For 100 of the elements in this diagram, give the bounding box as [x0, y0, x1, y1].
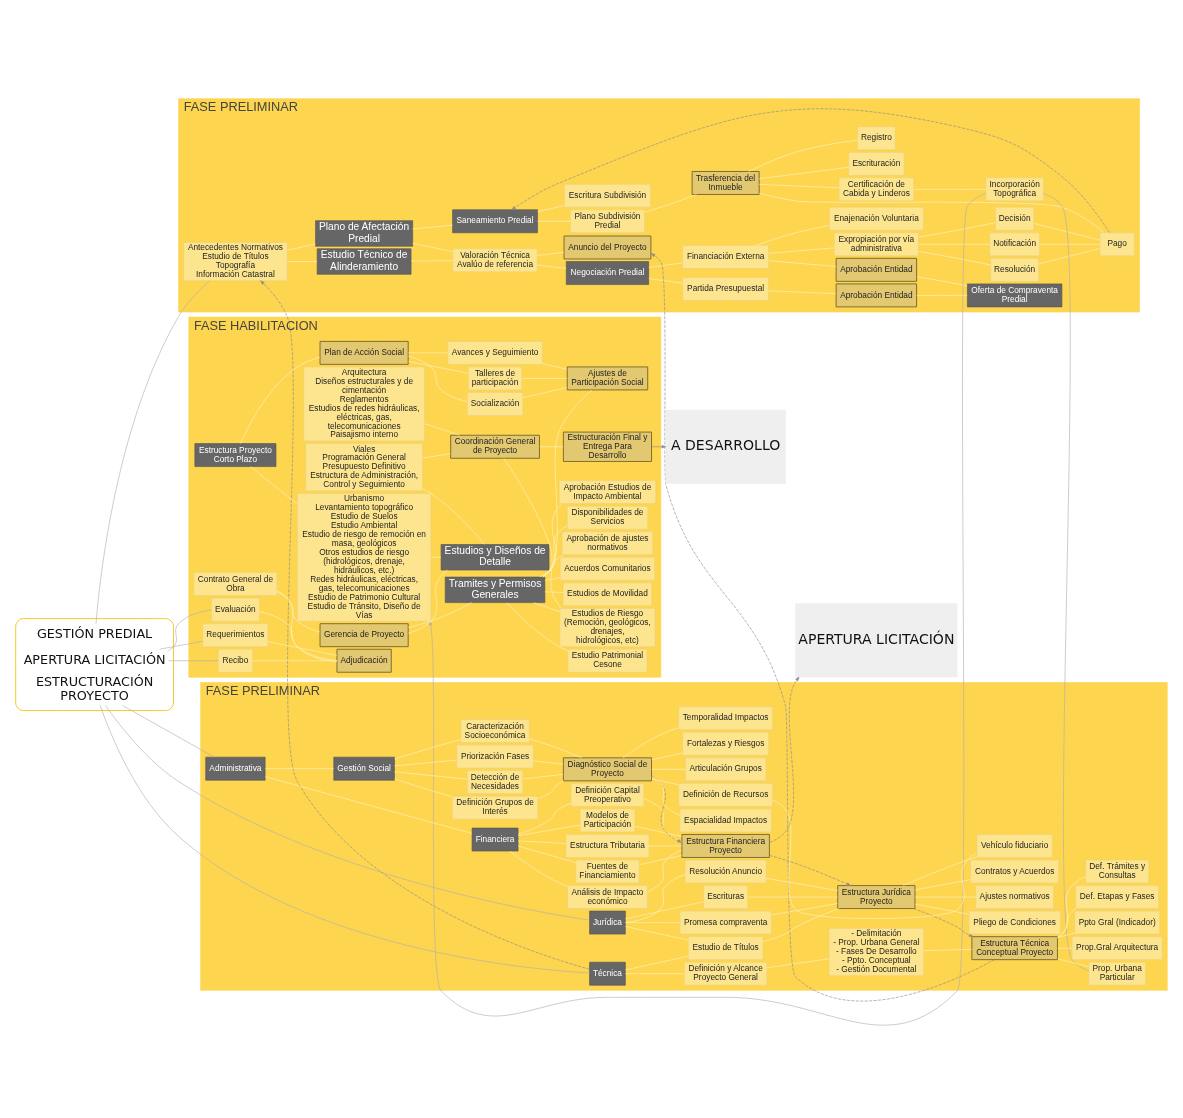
connector: [1039, 243, 1101, 245]
node-box: Definición Grupos de Interés: [451, 795, 539, 819]
connector: [506, 601, 569, 651]
connector: [755, 224, 830, 246]
node-text: ESTRUCTURACIÓN PROYECTO: [35, 673, 154, 703]
node-box: Viales Programación General Presupuesto Definitivo Estructura de Administración, Control y Seguimiento: [305, 442, 423, 491]
node-box: Vehículo fiduciario: [976, 833, 1053, 858]
connector: [651, 752, 683, 760]
connector: [521, 377, 568, 379]
node-box: Gestión Social: [333, 756, 395, 780]
connector: [412, 224, 453, 229]
connector: [634, 825, 683, 837]
connector: [625, 955, 689, 970]
connector: [522, 773, 564, 779]
connector: [1057, 932, 1075, 938]
node-box: Jurídica: [589, 910, 626, 934]
node-box: Saneamiento Predial: [452, 209, 538, 233]
node-box: Anuncio del Proyecto: [563, 235, 652, 259]
node-box: Promesa compraventa: [679, 910, 772, 934]
node-box: Articulación Grupos: [685, 757, 767, 781]
connector: [394, 778, 453, 797]
connector: [648, 277, 684, 284]
node-box: Resolución: [990, 257, 1039, 282]
node-box: Antecedentes Normativos Estudio de Títulos Topografía Información Catastral: [183, 241, 288, 281]
connector: [768, 247, 835, 254]
connector: [918, 221, 996, 237]
connector: [914, 896, 976, 897]
connector: [768, 259, 837, 267]
node-box: Expropiación por vía administrativa: [833, 232, 919, 256]
connector: [168, 609, 212, 651]
node-box: Pago: [1099, 232, 1135, 256]
node-box: Enajenación Voluntaria: [829, 206, 924, 231]
node-box: Adjudicación: [336, 648, 392, 673]
connector: [1043, 192, 1089, 971]
node-box: APERTURA LICITACIÓN: [795, 602, 958, 677]
connector: [902, 856, 978, 886]
node-box: Disponibilidades de Servicios: [566, 505, 649, 529]
node-box: Aprobación Entidad: [835, 257, 918, 282]
node-box: Fuentes de Financiamiento: [575, 859, 640, 883]
connector: [1057, 947, 1073, 948]
connector: [407, 360, 469, 374]
node-box: Aprobación Entidad: [835, 282, 918, 307]
node-box: Escrituración: [848, 151, 905, 176]
connector: [625, 921, 681, 923]
connector: [537, 220, 571, 222]
node-box: Administrativa: [205, 756, 266, 780]
connector: [768, 290, 837, 294]
node-box: Estructura Técnica Conceptual Proyecto: [971, 935, 1058, 960]
node-box: Recibo: [217, 648, 253, 673]
connector: [644, 193, 697, 212]
node-box: Socialización: [466, 391, 524, 416]
connector: [287, 243, 316, 251]
connector: [1057, 958, 1089, 967]
node-box: Requerimientos: [202, 622, 269, 647]
connector: [168, 659, 219, 661]
node-box: Acuerdos Comunitarios: [559, 556, 656, 581]
node-box: Técnica: [589, 961, 626, 986]
node-box: Escrituras: [703, 884, 748, 909]
connector: [533, 760, 564, 765]
node-box: Estudios de Movilidad: [562, 582, 653, 606]
connector: [264, 767, 335, 769]
connector: [747, 896, 838, 897]
node-box: Estudio Técnico de Alinderamiento: [316, 247, 412, 275]
node-box: Def. Etapas y Fases: [1075, 884, 1159, 909]
node-box: Espacialidad Impactos: [679, 808, 772, 832]
node-box: Modelos de Participación: [579, 808, 636, 832]
connector: [240, 356, 321, 444]
node-box: Avances y Seguimiento: [447, 340, 543, 365]
connector: [537, 264, 567, 269]
connector: [643, 798, 682, 842]
cluster: [15, 617, 174, 711]
connector: [287, 260, 318, 262]
connector: [430, 556, 442, 558]
node-box: - Delimitación - Prop. Urbana General - Fases De Desarrollo - Ppto. Conceptual - Gestión Documental: [828, 927, 924, 976]
node-box: Detección de Necesidades: [466, 769, 524, 794]
connector: [544, 591, 564, 593]
node-box: Análisis de Impacto económico: [567, 884, 648, 909]
connector: [539, 445, 564, 447]
node-box: Prop. Urbana Particular: [1088, 961, 1146, 986]
connector: [625, 900, 704, 919]
connector: [509, 850, 568, 887]
node-box: Certificación de Cabida y Linderos: [838, 177, 915, 201]
connector: [916, 294, 968, 296]
connector: [122, 704, 215, 757]
connector: [407, 569, 448, 633]
connector: [424, 422, 460, 436]
node-box: Contratos y Acuerdos: [970, 859, 1060, 883]
connector: [625, 873, 686, 923]
node-box: Incorporación Topográfica: [985, 177, 1044, 201]
connector: [276, 589, 338, 662]
node-box: Estructura Proyecto Corto Plazo: [194, 442, 277, 467]
connector: [537, 204, 565, 212]
connector: [422, 452, 451, 458]
connector: [537, 780, 565, 799]
node-box: Fortalezas y Riesgos: [682, 731, 770, 756]
node-box: Evaluación: [211, 597, 260, 621]
node-box: Definición Capital Preoperativo: [570, 782, 645, 807]
connector: [1038, 247, 1101, 264]
connector: [410, 259, 454, 261]
connector: [517, 802, 572, 835]
